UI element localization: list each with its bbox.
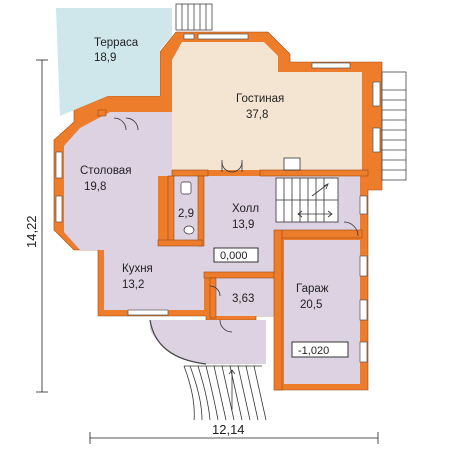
living-room-floor <box>172 42 362 170</box>
inner-walls <box>97 109 369 391</box>
level-marker-main-box <box>213 247 259 263</box>
garage-area: 20,5 <box>300 299 322 311</box>
kitchen-name: Кухня <box>122 263 153 275</box>
hall-name: Холл <box>232 203 259 215</box>
living-room-name: Гостиная <box>236 93 284 105</box>
kitchen-floor <box>104 240 204 310</box>
level-garage: -1,020 <box>298 345 329 357</box>
wc-fixtures <box>180 181 195 235</box>
level-main: 0,000 <box>220 250 248 262</box>
porch-arc <box>149 319 207 365</box>
wc-area: 2,9 <box>178 208 194 220</box>
hall-area: 13,9 <box>232 219 254 231</box>
entrance-steps <box>183 365 267 421</box>
width-dimension: 12,14 <box>212 422 245 437</box>
living-room-area: 37,8 <box>246 109 268 121</box>
terrace-name: Терраса <box>94 37 139 49</box>
dining-room-floor <box>64 112 172 250</box>
door-swings <box>113 117 359 333</box>
dining-room-area: 19,8 <box>84 181 106 193</box>
storage-area: 3,63 <box>232 293 254 305</box>
garage-name: Гараж <box>296 283 329 295</box>
terrace-steps <box>175 3 213 31</box>
storage-floor <box>216 278 274 316</box>
porch-floor <box>150 320 266 364</box>
hall-staircase <box>275 177 339 223</box>
level-marker-garage-box <box>291 341 349 358</box>
right-balcony <box>381 71 407 181</box>
garage-floor <box>284 240 360 384</box>
windows <box>55 33 381 363</box>
fireplace-icon <box>283 157 301 171</box>
dimension-lines <box>36 59 379 444</box>
dining-room-name: Столовая <box>80 165 131 177</box>
kitchen-area: 13,2 <box>122 279 144 291</box>
terrace-area: 18,9 <box>94 52 116 64</box>
terrace-area <box>56 8 172 116</box>
height-dimension: 14,22 <box>24 215 39 248</box>
